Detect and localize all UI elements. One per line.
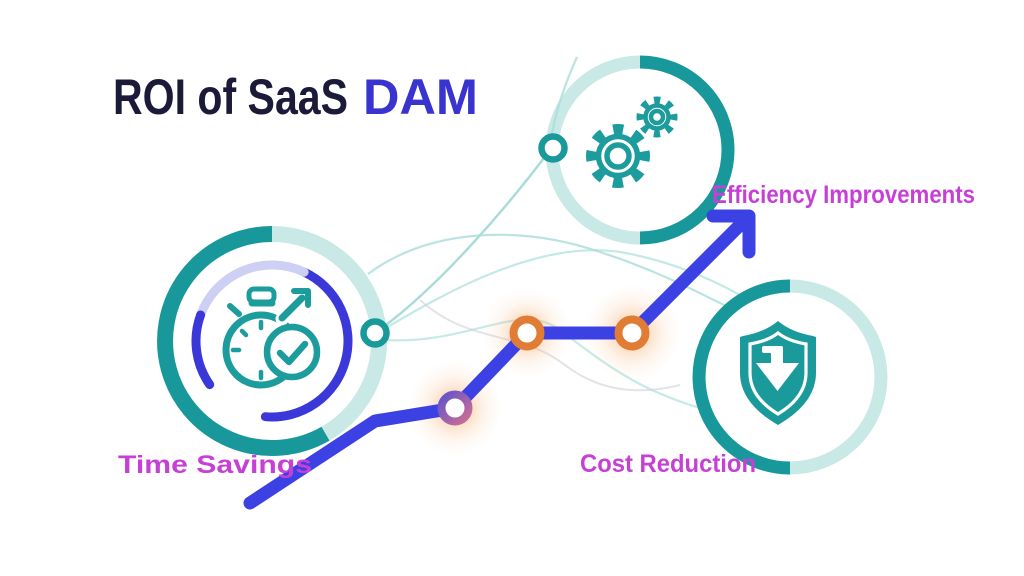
data-point-marker	[509, 315, 545, 351]
data-point-marker	[437, 390, 473, 426]
page-title: ROI of SaaS DAM	[113, 69, 478, 125]
shield-download-icon	[740, 321, 816, 425]
inner-ring-indigo	[260, 267, 353, 422]
connector-node-icon	[538, 133, 568, 163]
ring-teal	[639, 55, 735, 245]
ring-teal	[692, 279, 791, 475]
outer-ring-teal	[157, 226, 330, 456]
stopwatch-icon	[222, 286, 321, 389]
ring-light	[789, 279, 888, 475]
inner-ring-lavender	[196, 260, 309, 320]
circle-bg	[546, 56, 734, 244]
title-accent: DAM	[363, 69, 478, 125]
inner-ring-indigo-small	[191, 310, 215, 390]
time-savings-circle	[157, 226, 388, 456]
gears-icon	[586, 96, 678, 188]
data-point-marker	[614, 315, 650, 351]
label-cost-reduction: Cost Reduction	[580, 450, 756, 478]
efficiency-circle	[545, 55, 735, 245]
outer-ring-light	[271, 226, 388, 441]
trend-line	[243, 217, 748, 510]
connector-node-icon	[360, 318, 390, 348]
cost-reduction-circle	[692, 279, 888, 475]
trend-arrow-head	[706, 209, 756, 259]
title-main: ROI of SaaS	[113, 69, 348, 125]
trend-line-chart	[243, 209, 756, 510]
label-time-savings: Time Savings	[118, 451, 312, 479]
label-efficiency-improvements: Efficiency Improvements	[712, 181, 975, 209]
